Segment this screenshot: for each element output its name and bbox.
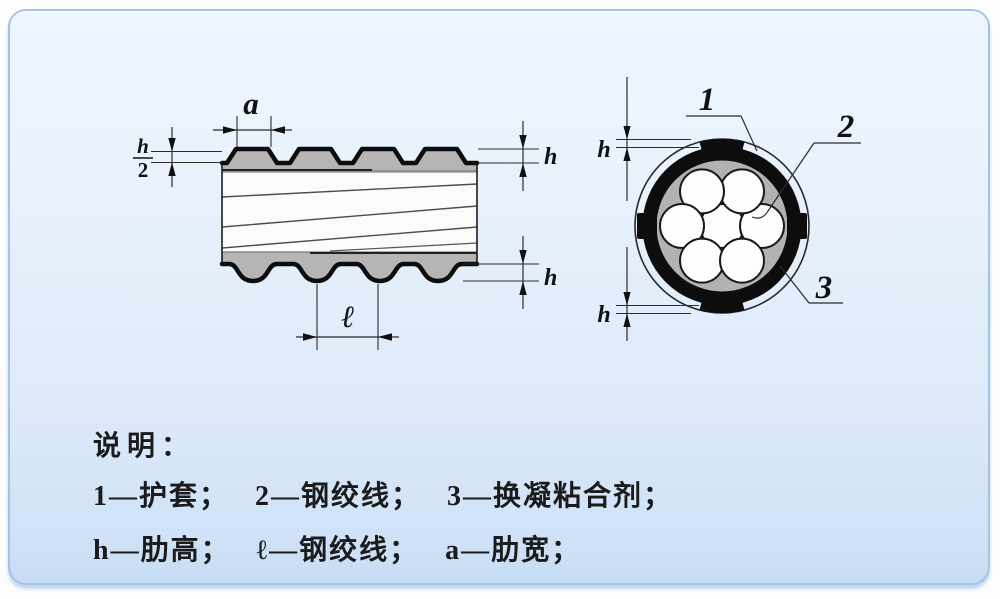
legend-item: 3—换凝粘合剂；	[447, 481, 674, 512]
dim-label-h: h	[544, 144, 557, 170]
dim-label-h: h	[597, 302, 610, 328]
arrowhead-down-icon	[519, 135, 527, 149]
arrowhead-up-icon	[623, 147, 631, 161]
dim-rib-pitch-l: ℓ	[296, 284, 399, 350]
dim-label-h: h	[544, 265, 557, 291]
arrowhead-up-icon	[519, 163, 527, 177]
wire-circle	[719, 168, 765, 215]
dim-label-l: ℓ	[341, 299, 354, 334]
arrowhead-down-icon	[168, 138, 176, 152]
texture-line	[221, 226, 478, 249]
callout-part-3: 3	[779, 265, 843, 306]
dim-label-h: h	[597, 137, 610, 163]
figure-panel	[8, 9, 990, 585]
legend-item: h—肋高；	[93, 535, 231, 566]
dim-rib-height-bottom: h	[463, 236, 557, 309]
wire-circle	[739, 203, 785, 249]
legend-item: ℓ—钢绞线；	[256, 535, 420, 566]
dim-cs-rib-height-bottom: h	[597, 247, 699, 341]
side-view-diagram: a h 2 h	[133, 86, 557, 350]
legend-line-2: h—肋高； ℓ—钢绞线； a—肋宽；	[93, 528, 581, 568]
callout-part-2: 2	[751, 109, 861, 219]
part-number-3: 3	[815, 270, 833, 306]
arrowhead-down-icon	[519, 250, 527, 264]
rib-tab-right	[787, 213, 807, 239]
legend-item: a—肋宽；	[445, 535, 582, 566]
texture-line	[221, 183, 478, 198]
arrowhead-left-icon	[271, 126, 285, 134]
dim-label-denominator: 2	[138, 158, 149, 182]
cross-section-diagram: 1 2 3 h	[597, 77, 861, 341]
rib-arc-top	[699, 138, 745, 150]
arrowhead-right-icon	[223, 126, 237, 134]
legend-heading: 说明：	[93, 431, 196, 462]
strand-wires	[659, 168, 785, 284]
arrowhead-left-icon	[378, 333, 392, 341]
dim-label-h-numerator: h	[137, 134, 149, 158]
leader-line	[751, 142, 815, 219]
arrowhead-up-icon	[623, 313, 631, 327]
texture-line	[329, 242, 478, 252]
leader-line	[779, 265, 810, 304]
rib-band-top-fill	[222, 149, 477, 173]
dim-rib-height-top: h	[478, 121, 557, 191]
part-number-2: 2	[837, 109, 855, 145]
arrowhead-right-icon	[303, 333, 317, 341]
dim-label-a: a	[243, 86, 259, 121]
legend-item: 2—钢绞线；	[255, 481, 422, 512]
dim-rib-width-a: a	[213, 86, 292, 147]
wire-circle	[679, 168, 725, 215]
dim-cs-rib-height-top: h	[597, 77, 699, 201]
legend-line-1: 1—护套； 2—钢绞线； 3—换凝粘合剂；	[93, 474, 673, 514]
rib-profile-bottom	[219, 261, 480, 284]
strand-body	[222, 163, 477, 264]
arrowhead-up-icon	[168, 162, 176, 176]
callout-part-1: 1	[686, 82, 758, 152]
rib-tab-left	[637, 213, 657, 239]
part-number-1: 1	[699, 82, 716, 118]
rib-band-bottom-fill	[222, 252, 477, 281]
wire-circle	[679, 237, 725, 284]
texture-line	[221, 205, 478, 228]
arrowhead-down-icon	[623, 292, 631, 306]
wire-circle	[659, 203, 705, 249]
strand-texture-lines	[221, 169, 478, 254]
dim-half-rib-height: h 2	[133, 127, 222, 187]
arrowhead-up-icon	[519, 281, 527, 295]
legend-item: 1—护套；	[93, 481, 230, 512]
rib-arc-bottom	[699, 302, 745, 314]
leader-line	[740, 115, 758, 152]
technical-figure: a h 2 h	[133, 77, 861, 350]
rib-profile-top	[219, 146, 480, 166]
arrowhead-down-icon	[623, 126, 631, 140]
wire-circle	[719, 237, 765, 284]
